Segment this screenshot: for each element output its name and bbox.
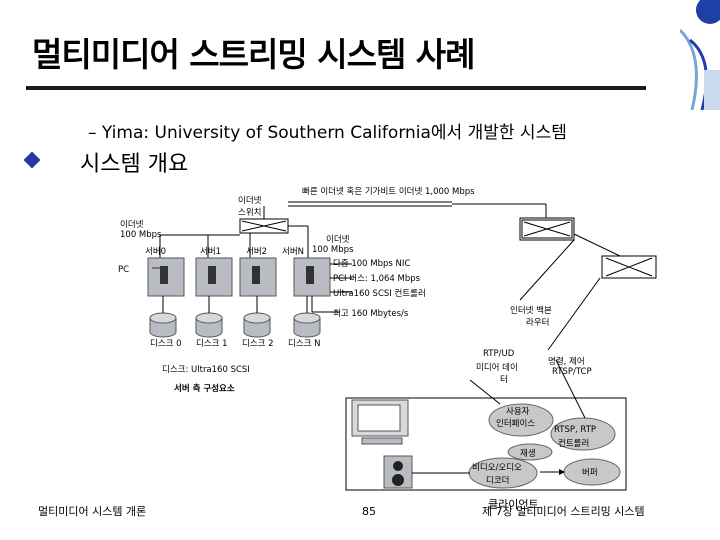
- server-2-icon: [239, 257, 277, 297]
- disk-2-label: 디스크 2: [242, 339, 274, 349]
- ui-bubble: [488, 403, 554, 437]
- disk-1-label: 디스크 1: [196, 339, 228, 349]
- server-0-label: 서버0: [145, 247, 167, 257]
- pci-label: PCI 버스: 1,064 Mbps: [333, 274, 421, 284]
- footer-course-title: 멀티미디어 시스템 개론: [38, 505, 147, 518]
- rtpudp-label-3: 터: [500, 375, 508, 385]
- monitor-icon: [351, 399, 409, 445]
- play-bubble: [507, 443, 553, 461]
- server-1-icon: [195, 257, 233, 297]
- footer-page-number: 85: [362, 505, 376, 518]
- command-label-2: RTSP/TCP: [552, 367, 592, 377]
- switch-label-1: 이더넷: [238, 196, 262, 206]
- ethernet-right-label-2: 100 Mbps: [312, 245, 354, 255]
- router-label-2: 라우터: [526, 318, 550, 328]
- rtsp-bubble: [550, 417, 616, 451]
- buffer-label: 버퍼: [582, 468, 598, 478]
- decoder-label-1: 비디오/오디오: [472, 463, 522, 473]
- bullet-text: 시스템 개요: [80, 152, 189, 177]
- ui-label-2: 인터페이스: [496, 419, 536, 429]
- command-label-1: 명령, 제어: [548, 357, 585, 367]
- nic-label: 다중 100 Mbps NIC: [333, 259, 411, 269]
- ethernet-switch-icon: [239, 218, 289, 234]
- router-bottom-icon: [601, 255, 657, 279]
- footer-chapter-title: 제 7장 멀티미디어 스트리밍 시스템: [482, 505, 645, 518]
- rtsp-label-1: RTSP, RTP: [554, 425, 597, 435]
- pc-label: PC: [118, 265, 130, 275]
- corner-logo-icon: [680, 0, 720, 110]
- footer-client-label: 클라이언트: [488, 498, 539, 511]
- max-rate-label: 최고 160 Mbytes/s: [333, 309, 409, 319]
- ethernet-left-label-2: 100 Mbps: [120, 230, 162, 240]
- slide-subtitle: – Yima: University of Southern Californi…: [88, 123, 567, 143]
- gigabit-label: 빠른 이더넷 혹은 기가비트 이더넷 1,000 Mbps: [302, 187, 475, 197]
- disk-n-icon: [293, 312, 321, 338]
- title-underline: [26, 86, 646, 90]
- disk-1-icon: [195, 312, 223, 338]
- play-label: 재생: [520, 449, 536, 459]
- router-top-icon: [519, 217, 575, 241]
- disk-bus-label: 디스크: Ultra160 SCSI: [162, 365, 250, 375]
- ethernet-left-label-1: 이더넷: [120, 220, 144, 230]
- disk-0-label: 디스크 0: [150, 339, 182, 349]
- rtpudp-label-1: RTP/UD: [483, 349, 515, 359]
- decoder-label-2: 디코더: [486, 476, 510, 486]
- ui-label-1: 사용자: [506, 407, 530, 417]
- router-label-1: 인터넷 백본: [510, 306, 552, 316]
- ethernet-right-label-1: 이더넷: [326, 235, 350, 245]
- disk-0-icon: [149, 312, 177, 338]
- ultra-controller-label: Ultra160 SCSI 컨트롤러: [333, 289, 426, 299]
- rtpudp-label-2: 미디어 데이: [476, 363, 518, 373]
- server-n-icon: [293, 257, 331, 297]
- switch-label-2: 스위치: [238, 208, 262, 218]
- disk-2-icon: [243, 312, 271, 338]
- server-0-icon: [147, 257, 185, 297]
- server-1-label: 서버1: [200, 247, 222, 257]
- rtsp-label-2: 컨트롤러: [558, 439, 590, 449]
- server-side-label: 서버 측 구성요소: [174, 384, 235, 394]
- slide-title: 멀티미디어 스트리밍 시스템 사례: [32, 35, 476, 74]
- server-2-label: 서버2: [246, 247, 268, 257]
- server-n-label: 서버N: [282, 247, 304, 257]
- speaker-icon: [383, 455, 413, 489]
- disk-n-label: 디스크 N: [288, 339, 321, 349]
